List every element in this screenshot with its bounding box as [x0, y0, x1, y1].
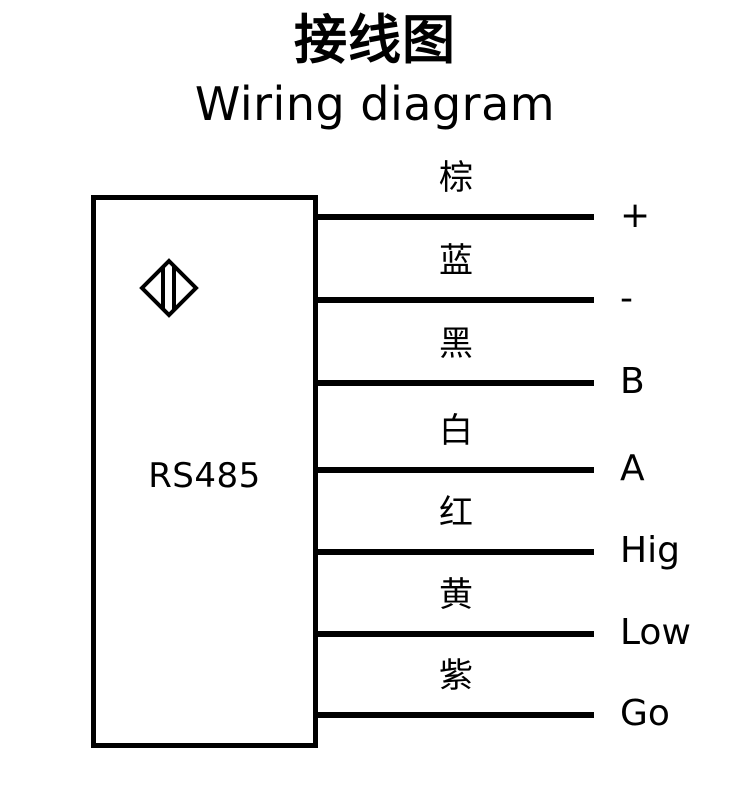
wire-line	[318, 467, 594, 473]
wire-terminal-label: Hig	[620, 530, 680, 571]
wire-line	[318, 297, 594, 303]
wire-terminal-label: +	[620, 195, 651, 236]
device-model-label: RS485	[148, 456, 261, 496]
wire-line	[318, 214, 594, 220]
wire-line	[318, 549, 594, 555]
wire-terminal-label: A	[620, 448, 645, 489]
wire-color-label: 黄	[439, 575, 473, 615]
wire-color-label: 蓝	[439, 241, 473, 281]
wire-color-label: 棕	[439, 158, 473, 198]
wire-line	[318, 631, 594, 637]
page-title-chinese: 接线图	[294, 10, 456, 71]
wire-line	[318, 712, 594, 718]
wire-color-label: 红	[439, 493, 473, 533]
wire-terminal-label: Low	[620, 612, 691, 653]
page-title-english: Wiring diagram	[194, 77, 556, 131]
wire-terminal-label: B	[620, 361, 645, 402]
wire-terminal-label: Go	[620, 693, 670, 734]
wire-color-label: 白	[439, 411, 473, 451]
diamond-sensor-logo-icon	[139, 258, 199, 318]
wire-terminal-label: -	[620, 278, 633, 319]
wire-line	[318, 380, 594, 386]
wire-color-label: 紫	[439, 656, 473, 696]
device-body-outline	[91, 195, 318, 748]
wire-color-label: 黑	[439, 324, 473, 364]
